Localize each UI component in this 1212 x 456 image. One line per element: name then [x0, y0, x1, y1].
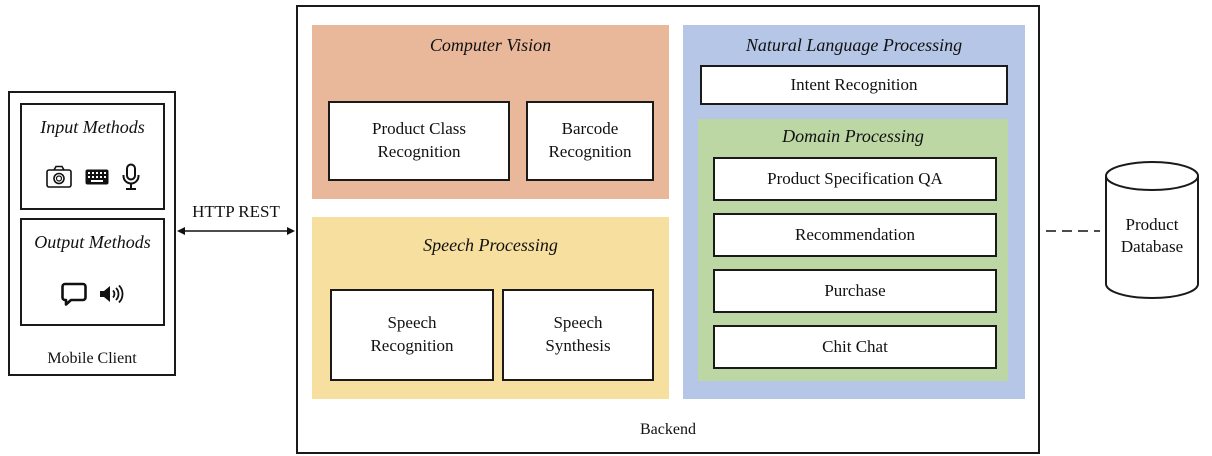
backend: Computer Vision Product Class Recognitio… — [296, 5, 1040, 454]
dashed-connector — [1046, 230, 1100, 232]
http-rest-label: HTTP REST — [192, 202, 280, 221]
computer-vision-section: Computer Vision Product Class Recognitio… — [312, 25, 669, 199]
speech-synthesis-box: Speech Synthesis — [502, 289, 654, 381]
speech-processing-section: Speech Processing Speech Recognition Spe… — [312, 217, 669, 399]
intent-recognition-box: Intent Recognition — [700, 65, 1008, 105]
backend-label: Backend — [640, 421, 696, 438]
barcode-recognition-box: Barcode Recognition — [526, 101, 654, 181]
output-methods-panel: Output Methods — [20, 218, 165, 326]
recommendation-box: Recommendation — [713, 213, 997, 257]
input-methods-panel: Input Methods — [20, 103, 165, 210]
output-methods-title: Output Methods — [34, 232, 151, 252]
nlp-title: Natural Language Processing — [745, 35, 963, 55]
keyboard-icon — [85, 169, 108, 185]
camera-icon — [45, 165, 72, 188]
chit-chat-box: Chit Chat — [713, 325, 997, 369]
computer-vision-title: Computer Vision — [429, 35, 552, 55]
nlp-section: Natural Language Processing Intent Recog… — [683, 25, 1025, 399]
mobile-client: Input Methods — [8, 91, 176, 376]
http-rest-arrow — [177, 227, 295, 235]
speaker-icon — [99, 284, 123, 304]
domain-processing-title: Domain Processing — [782, 126, 924, 146]
product-class-recognition-box: Product Class Recognition — [328, 101, 510, 181]
speech-processing-title: Speech Processing — [423, 235, 558, 255]
input-methods-title: Input Methods — [40, 117, 145, 137]
product-database-cylinder — [1105, 161, 1199, 299]
product-specification-qa-box: Product Specification QA — [713, 157, 997, 201]
domain-processing-section: Domain Processing Product Specification … — [698, 119, 1008, 381]
purchase-box: Purchase — [713, 269, 997, 313]
microphone-icon — [122, 163, 139, 190]
mobile-client-label: Mobile Client — [47, 350, 137, 367]
speech-recognition-box: Speech Recognition — [330, 289, 494, 381]
chat-bubble-icon — [60, 282, 87, 306]
product-database-label: Product Database — [1120, 215, 1184, 257]
